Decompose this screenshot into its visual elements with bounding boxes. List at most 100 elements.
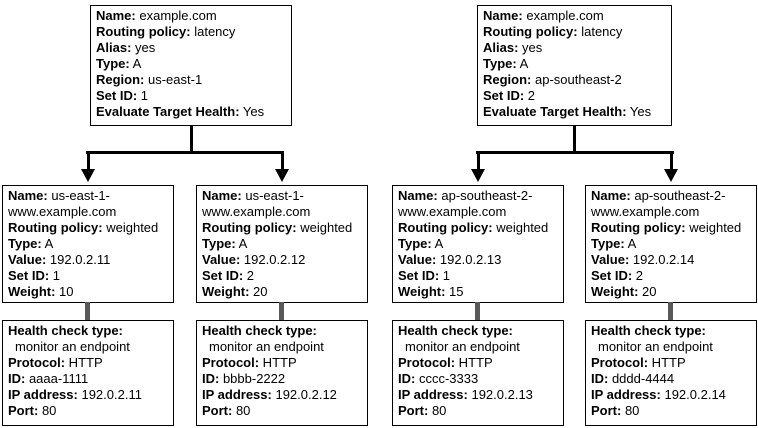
record-field: Routing policy: weighted <box>8 220 169 236</box>
record-field: Set ID: 1 <box>8 268 169 284</box>
field-label: Set ID: <box>96 88 138 103</box>
field-value: monitor an endpoint <box>405 339 520 354</box>
field-value: A <box>431 236 444 251</box>
field-value: 80 <box>38 403 57 418</box>
record-field: monitor an endpoint <box>398 339 559 355</box>
field-value: yes <box>131 40 156 55</box>
arrow-down-icon <box>664 169 678 182</box>
record-field: Routing policy: weighted <box>591 220 752 236</box>
field-label: Protocol: <box>591 355 649 370</box>
record-field: monitor an endpoint <box>591 339 752 355</box>
record-field: Port: 80 <box>8 403 169 419</box>
field-value: A <box>235 236 248 251</box>
record-field: Name: example.com <box>483 8 667 24</box>
record-field: Weight: 20 <box>591 284 752 300</box>
record-field: Set ID: 2 <box>591 268 752 284</box>
record-field: Protocol: HTTP <box>398 355 559 371</box>
record-field: IP address: 192.0.2.14 <box>591 387 752 403</box>
field-label: Region: <box>483 72 532 87</box>
field-label: Value: <box>398 252 437 267</box>
field-value: aaaa-1111 <box>25 371 89 386</box>
field-value: 192.0.2.11 <box>77 387 142 402</box>
field-label: ID: <box>398 371 416 386</box>
field-value: us-east-1-www.example.com <box>202 188 311 219</box>
record-field: ID: dddd-4444 <box>591 371 752 387</box>
field-value: 192.0.2.13 <box>436 252 502 267</box>
field-value: 192.0.2.13 <box>467 387 533 402</box>
record-field: Routing policy: latency <box>483 24 667 40</box>
field-value: 1 <box>439 268 451 283</box>
record-field: Weight: 15 <box>398 284 559 300</box>
connector-branch <box>86 151 284 154</box>
health-check-link <box>668 302 673 321</box>
arrow-down-icon <box>81 169 95 182</box>
field-label: Health check type: <box>202 323 317 338</box>
connector-stem <box>190 126 193 152</box>
field-value: 192.0.2.14 <box>660 387 726 402</box>
field-value: example.com <box>135 8 217 23</box>
field-label: Weight: <box>202 284 250 299</box>
record-field: monitor an endpoint <box>202 339 363 355</box>
field-value: A <box>129 56 142 71</box>
record-field: Protocol: HTTP <box>591 355 752 371</box>
record-field: Alias: yes <box>96 40 287 56</box>
record-field: Routing policy: latency <box>96 24 287 40</box>
field-label: Weight: <box>591 284 639 299</box>
field-label: Type: <box>483 56 517 71</box>
field-label: Type: <box>8 236 42 251</box>
field-label: IP address: <box>591 387 661 402</box>
field-value: latency <box>577 24 623 39</box>
connector-arrow-line <box>670 151 673 171</box>
field-label: Routing policy: <box>8 220 103 235</box>
field-value: 192.0.2.11 <box>46 252 111 267</box>
record-field: ID: aaaa-1111 <box>8 371 169 387</box>
record-field: Name: ap-southeast-2-www.example.com <box>591 188 752 220</box>
field-value: dddd-4444 <box>608 371 675 386</box>
field-value: HTTP <box>648 355 686 370</box>
connector-branch <box>476 151 674 154</box>
field-label: Value: <box>202 252 241 267</box>
field-value: bbbb-2222 <box>219 371 286 386</box>
record-field: Type: A <box>483 56 667 72</box>
record-field: Name: us-east-1-www.example.com <box>8 188 169 220</box>
field-label: Name: <box>202 188 242 203</box>
field-label: ID: <box>591 371 609 386</box>
field-value: weighted <box>102 220 159 235</box>
field-value: 1 <box>49 268 61 283</box>
record-field: Evaluate Target Health: Yes <box>483 104 667 120</box>
field-label: Evaluate Target Health: <box>96 104 240 119</box>
record-field: Value: 192.0.2.14 <box>591 252 752 268</box>
field-value: us-east-1 <box>144 72 203 87</box>
field-value: example.com <box>522 8 604 23</box>
record-field: Health check type: <box>202 323 363 339</box>
field-value: cccc-3333 <box>415 371 479 386</box>
field-label: IP address: <box>398 387 468 402</box>
record-field: Evaluate Target Health: Yes <box>96 104 287 120</box>
connector-arrow-line <box>281 151 284 171</box>
field-value: ap-southeast-2-www.example.com <box>398 188 533 219</box>
field-label: Port: <box>591 403 622 418</box>
field-label: Protocol: <box>398 355 456 370</box>
field-label: Type: <box>591 236 625 251</box>
field-value: monitor an endpoint <box>15 339 130 354</box>
field-value: yes <box>518 40 543 55</box>
field-label: ID: <box>8 371 26 386</box>
field-value: 192.0.2.12 <box>240 252 306 267</box>
record-field: Name: ap-southeast-2-www.example.com <box>398 188 559 220</box>
record-field: Routing policy: weighted <box>202 220 363 236</box>
record-field: Weight: 10 <box>8 284 169 300</box>
field-label: Name: <box>591 188 631 203</box>
field-label: Weight: <box>8 284 56 299</box>
field-value: 80 <box>232 403 251 418</box>
field-label: Routing policy: <box>398 220 493 235</box>
record-field: Region: us-east-1 <box>96 72 287 88</box>
field-value: A <box>516 56 529 71</box>
field-value: 20 <box>638 284 657 299</box>
field-label: Protocol: <box>8 355 66 370</box>
health-check-link <box>475 302 480 321</box>
